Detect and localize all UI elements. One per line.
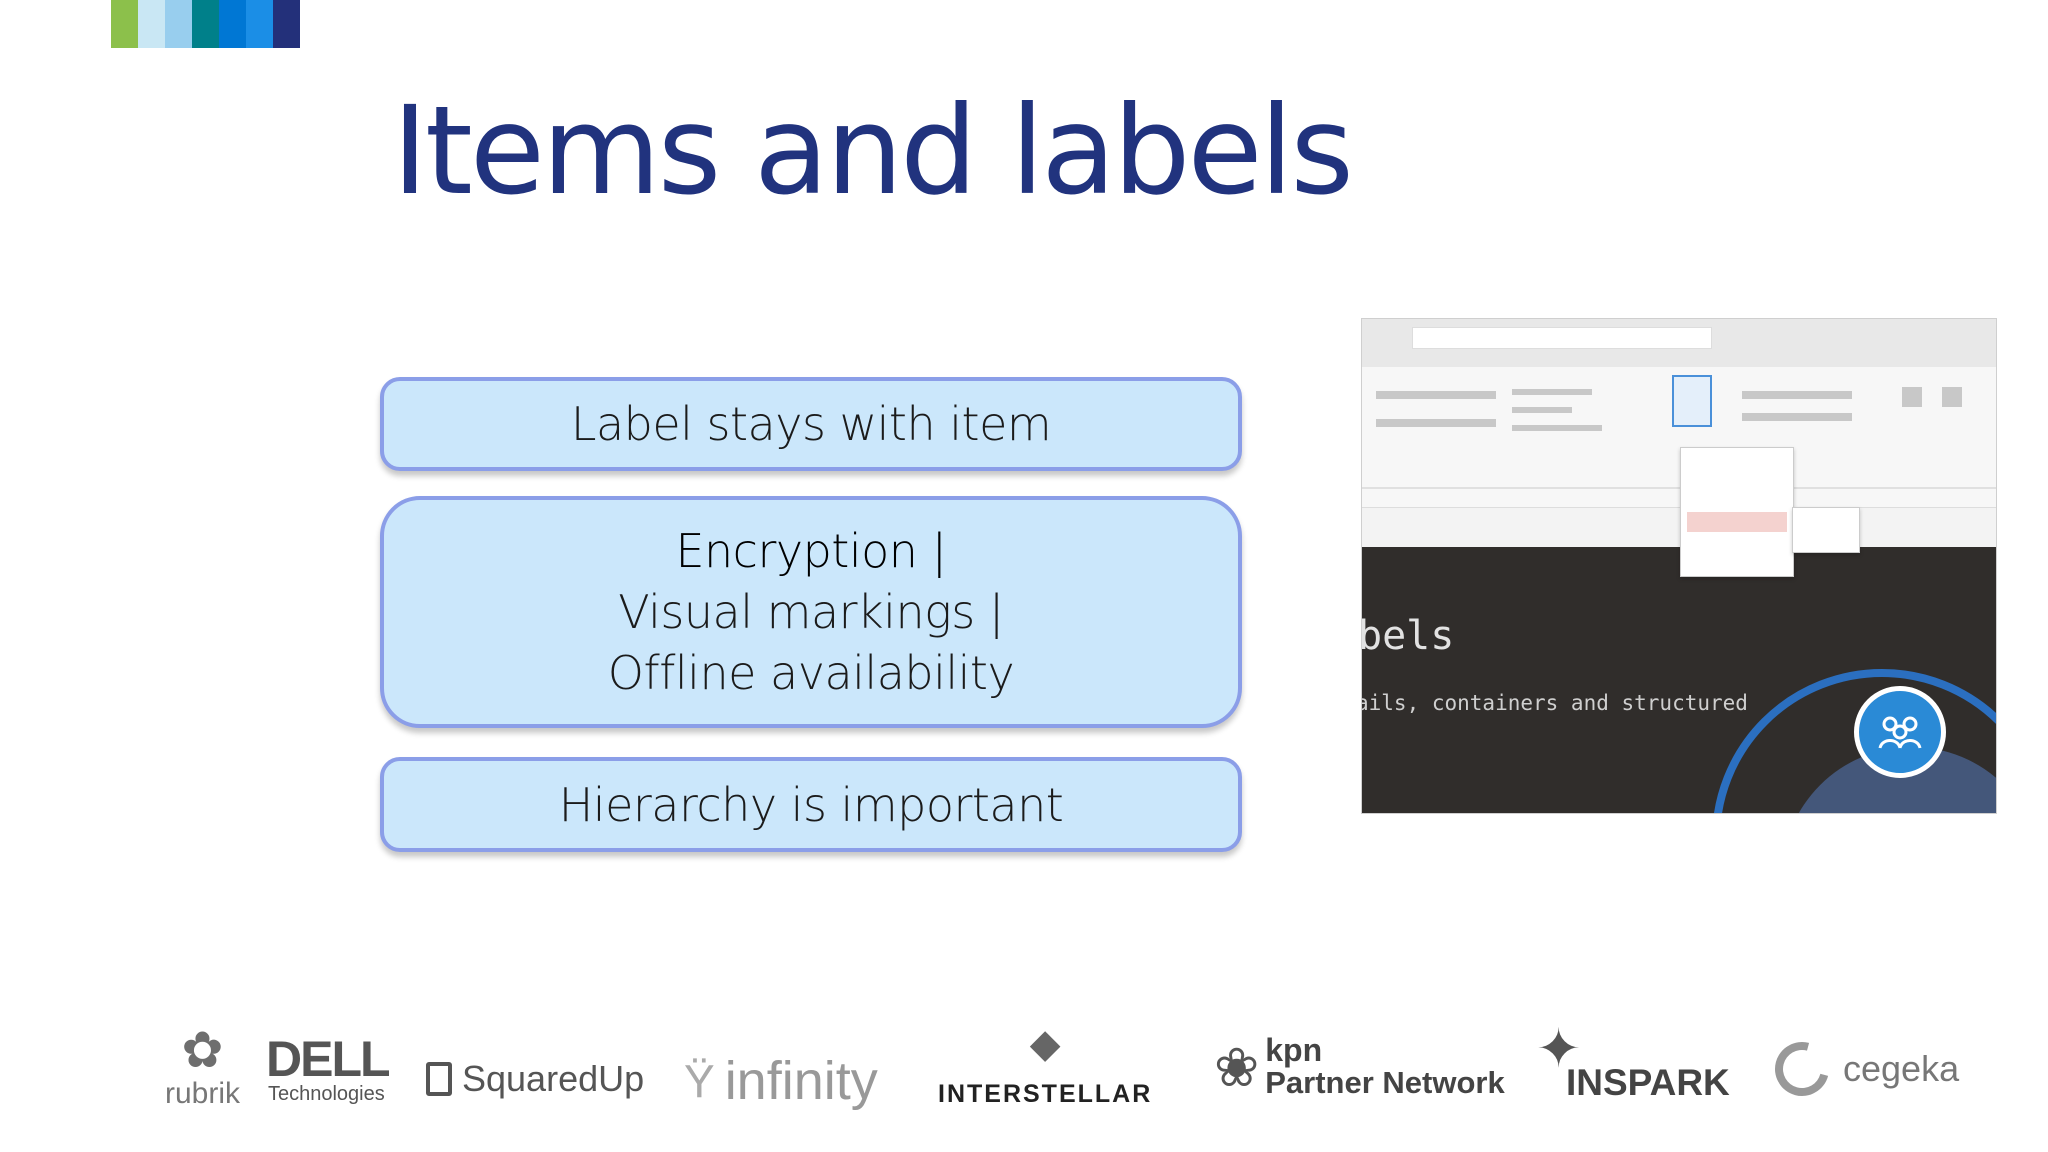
card-hierarchy: Hierarchy is important	[380, 757, 1242, 852]
card-text: Hierarchy is important	[558, 777, 1064, 832]
interstellar-logo-text: INTERSTELLAR	[938, 1080, 1153, 1108]
card-label-stays: Label stays with item	[380, 377, 1242, 471]
inspark-logo-text: INSPARK	[1566, 1062, 1730, 1103]
kpn-logo-text: kpn	[1265, 1032, 1323, 1068]
card-text-offline: Offline availability	[607, 645, 1015, 700]
card-text: Label stays with item	[570, 397, 1052, 451]
stripe-block	[138, 0, 165, 48]
dell-logo-text: DELL	[266, 1031, 391, 1087]
shot-text-body: ails, containers and structured	[1361, 691, 1748, 715]
sensitivity-button-image	[1672, 375, 1712, 427]
color-stripe	[111, 0, 300, 48]
dell-logo: DELL Technologies	[266, 1031, 391, 1105]
kpn-logo-subtext: Partner Network	[1265, 1065, 1505, 1100]
stripe-block	[273, 0, 300, 48]
cegeka-logo: cegeka	[1765, 1032, 1960, 1106]
interstellar-logo: ◆ INTERSTELLAR	[938, 1022, 1152, 1109]
slide-title: Items and labels	[392, 80, 1354, 222]
rubrik-flower-icon: ✿	[181, 1022, 224, 1078]
kpn-flower-icon: ❀	[1214, 1037, 1260, 1098]
kpn-logo: ❀ kpn Partner Network	[1214, 1034, 1505, 1100]
infinity-logo: Ÿ infinity	[684, 1050, 878, 1112]
stripe-block	[192, 0, 219, 48]
shot-dropdown-menu	[1680, 447, 1794, 577]
rubrik-logo-text: rubrik	[164, 1077, 240, 1110]
rubrik-logo: ✿ rubrik	[160, 1025, 245, 1109]
shot-dark-area: bels ails, containers and structured	[1361, 547, 1996, 813]
people-icon	[1854, 686, 1946, 778]
interstellar-mark-icon: ◆	[1029, 1022, 1061, 1066]
card-text-visual-markings: Visual markings |	[618, 584, 1004, 639]
stripe-block	[111, 0, 138, 48]
stripe-block	[246, 0, 273, 48]
dell-logo-subtext: Technologies	[268, 1083, 385, 1105]
squaredup-logo: SquaredUp	[426, 1058, 644, 1100]
shot-search-box	[1412, 327, 1712, 349]
shot-submenu	[1792, 507, 1860, 553]
shot-titlebar	[1362, 319, 1996, 367]
card-text-encryption: Encryption |	[675, 523, 947, 578]
infinity-mark-icon: Ÿ	[684, 1055, 715, 1107]
cegeka-ring-icon	[1765, 1032, 1839, 1106]
squaredup-icon	[426, 1062, 452, 1096]
cegeka-logo-text: cegeka	[1843, 1048, 1960, 1089]
squaredup-logo-text: SquaredUp	[462, 1058, 645, 1099]
star-icon: ✦	[1536, 1019, 1582, 1079]
stripe-block	[165, 0, 192, 48]
shot-text-heading: bels	[1361, 613, 1455, 659]
stripe-block	[219, 0, 246, 48]
card-protections: Encryption | Visual markings | Offline a…	[380, 496, 1242, 728]
embedded-screenshot: bels ails, containers and structured	[1361, 318, 1997, 814]
infinity-logo-text: infinity	[724, 1051, 878, 1111]
